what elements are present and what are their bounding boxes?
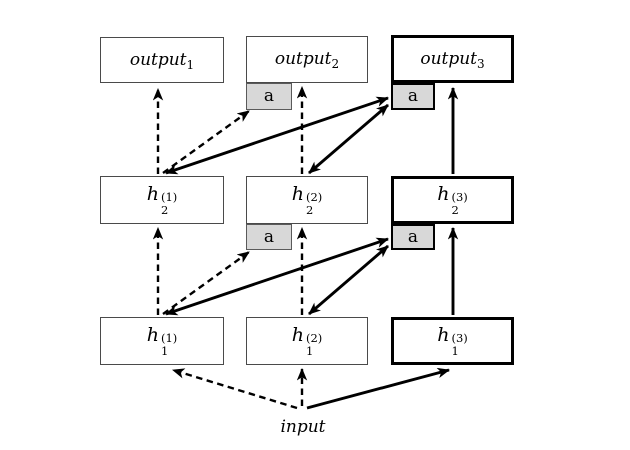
- node-h1-1: h(1)1: [100, 317, 224, 365]
- output-3-label: output3: [420, 48, 485, 71]
- node-output-1: output1: [100, 37, 224, 83]
- adapter-h2-2-label: a: [263, 226, 275, 247]
- h1-1-label: h(1)1: [146, 324, 178, 358]
- arrow-input-to-h1-1: [172, 368, 298, 410]
- node-h2-3: h(3)2: [391, 176, 514, 224]
- adapter-output-3: a: [391, 83, 435, 110]
- node-h1-3: h(3)1: [391, 317, 514, 365]
- h1-3-label: h(3)1: [437, 324, 468, 358]
- adapter-output-2: a: [246, 83, 292, 110]
- h1-2-label: h(2)1: [291, 324, 323, 358]
- arrow-input-to-h1-3: [306, 367, 451, 410]
- adapter-h2-2: a: [246, 224, 292, 250]
- node-h1-2: h(2)1: [246, 317, 368, 365]
- h2-3-label: h(3)2: [437, 183, 468, 217]
- arrow-h1-1-to-adapter-h2-2: [162, 251, 250, 315]
- node-h2-1: h(1)2: [100, 176, 224, 224]
- adapter-h2-3-label: a: [407, 226, 419, 247]
- h2-1-label: h(1)2: [146, 183, 178, 217]
- node-h2-2: h(2)2: [246, 176, 368, 224]
- adapter-output-2-label: a: [263, 86, 275, 106]
- adapter-output-3-label: a: [407, 86, 419, 106]
- node-output-3: output3: [391, 35, 514, 83]
- h2-2-label: h(2)2: [291, 183, 323, 217]
- arrow-h1-2-to-adapter-h2-3: [308, 244, 389, 316]
- arrow-h2-2-to-adapter-output-3: [308, 103, 389, 175]
- output-1-label: output1: [129, 49, 195, 72]
- node-output-2: output2: [246, 36, 368, 83]
- arrow-h2-1-to-adapter-output-2: [162, 110, 250, 174]
- adapter-h2-3: a: [391, 224, 435, 250]
- arrow-h1-1-to-adapter-h2-3: [165, 237, 389, 316]
- output-2-label: output2: [274, 49, 340, 71]
- input-label: input: [280, 417, 326, 437]
